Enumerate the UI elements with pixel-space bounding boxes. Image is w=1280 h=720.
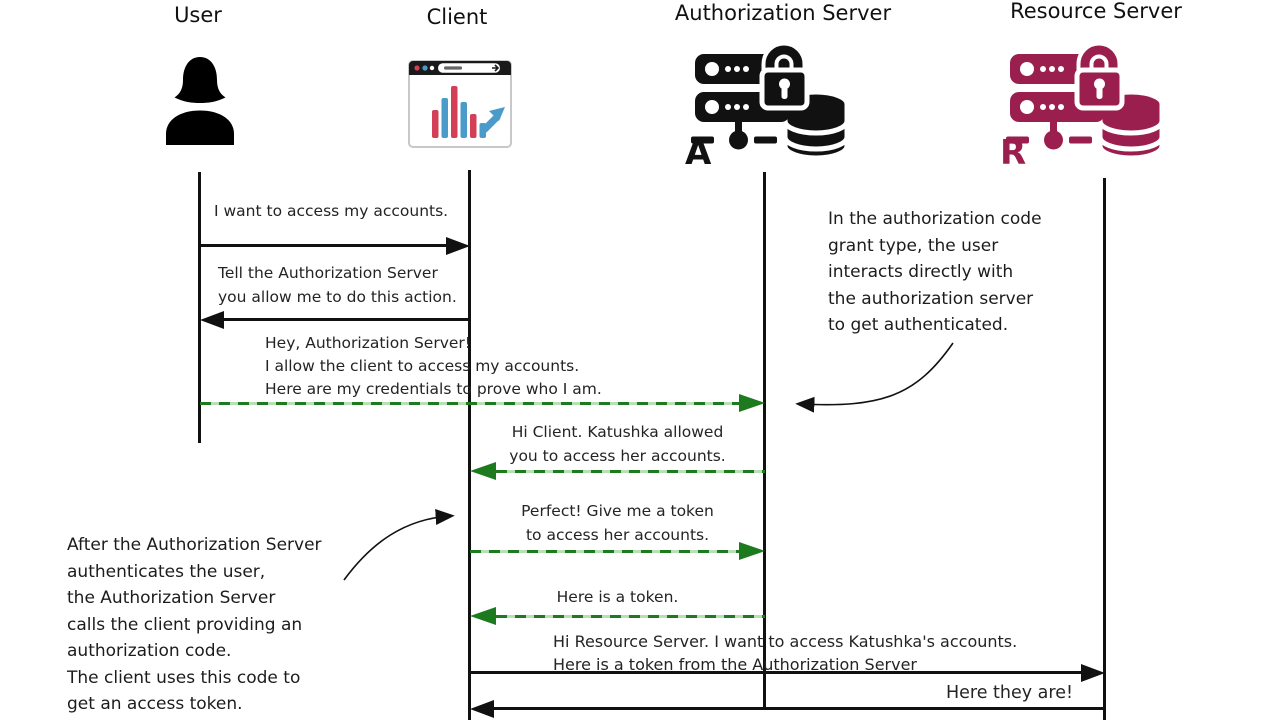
browser-addressbar [438, 63, 500, 73]
arrowhead-left-icon [470, 700, 494, 718]
curved-arrow-left-annotation [343, 508, 455, 581]
message-text: Perfect! Give me a token to access her a… [521, 502, 714, 544]
trend-arrow-icon [481, 107, 505, 133]
arrowhead-left-icon [470, 607, 496, 625]
lifeline-client [468, 170, 471, 720]
lifeline-authorization-server [763, 172, 766, 710]
message-arrow-line [470, 671, 1083, 674]
arrowhead-right-icon [739, 542, 765, 560]
message-text: Here they are! [945, 683, 1073, 703]
arrowhead-right-icon [446, 237, 470, 255]
resource-server-icon: R [1000, 41, 1165, 166]
actor-label-authorization-server: Authorization Server [674, 1, 892, 25]
actor-label-user: User [174, 3, 222, 27]
actor-label-client: Client [426, 5, 488, 29]
annotation-authorization-code: In the authorization code grant type, th… [828, 209, 1042, 335]
message-text: I want to access my accounts. [214, 202, 449, 220]
actor-label-resource-server: Resource Server [1010, 0, 1182, 23]
user-icon [166, 57, 234, 145]
browser-go-arrow-icon [492, 64, 500, 72]
arrowhead-right-icon [739, 394, 765, 412]
server-letter: A [685, 133, 712, 166]
message-arrow-line [492, 707, 1105, 710]
arrowhead-right-icon [1081, 664, 1105, 682]
network-node-icon [1006, 122, 1092, 150]
message-arrow-line [200, 244, 448, 247]
message-text: Tell the Authorization Server you allow … [218, 264, 457, 306]
client-browser-icon [408, 60, 512, 148]
lock-icon [759, 41, 810, 111]
annotation-access-token: After the Authorization Server authentic… [67, 535, 322, 714]
message-text: Hi Resource Server. I want to access Kat… [553, 632, 1018, 674]
curved-arrow-right-annotation [795, 342, 954, 413]
message-arrow-line-dashed [496, 615, 765, 618]
lifeline-user [198, 172, 201, 443]
arrowhead-left-icon [470, 462, 496, 480]
message-arrow-line [222, 318, 470, 321]
network-node-icon [691, 122, 777, 150]
message-arrow-line-dashed [496, 470, 765, 473]
arrowhead-left-icon [200, 311, 224, 329]
lifeline-resource-server [1103, 178, 1106, 720]
message-arrow-line-dashed [200, 402, 739, 405]
message-text: Here is a token. [556, 588, 679, 606]
message-text: Hey, Authorization Server! I allow the c… [265, 334, 602, 398]
message-text: Hi Client. Katushka allowed you to acces… [509, 423, 726, 465]
server-letter: R [1000, 133, 1026, 166]
authorization-server-icon: A [685, 41, 850, 166]
lock-icon [1074, 41, 1125, 111]
message-arrow-line-dashed [470, 550, 739, 553]
